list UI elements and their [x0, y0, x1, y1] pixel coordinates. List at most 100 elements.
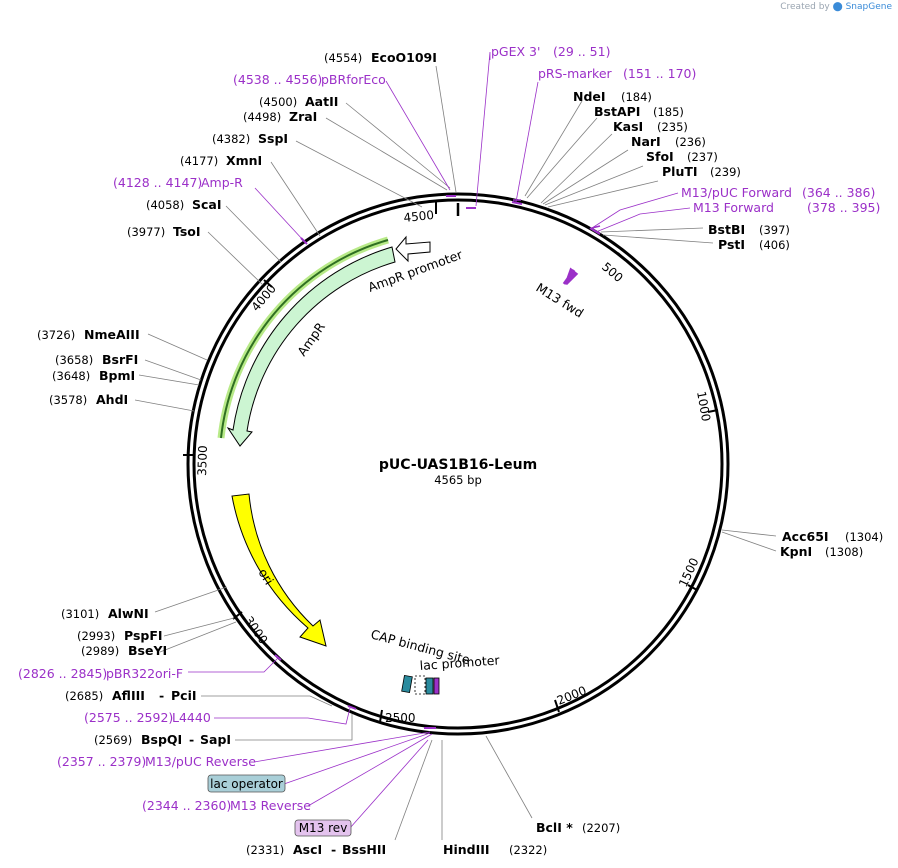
- site-pspfi-pos: (2993): [77, 629, 115, 643]
- pbrforeco-leader: [385, 80, 451, 191]
- sfoi-leader: [544, 165, 644, 206]
- l4440-leader: [214, 707, 351, 725]
- pgex3-leader: [475, 51, 491, 207]
- plasmid-length: 4565 bp: [434, 473, 482, 487]
- tick-2500: [379, 709, 383, 723]
- bspqi-leader: [235, 714, 353, 741]
- tick-2000: [554, 699, 560, 713]
- primer-m13-puc-forward: M13/pUC Forward: [681, 185, 792, 200]
- svg-text:(2989): (2989): [81, 644, 119, 658]
- ecoo109i-leader: [435, 65, 457, 193]
- svg-text:(3977): (3977): [127, 225, 165, 239]
- zrai-leader: [325, 117, 448, 191]
- bpmi-leader: [138, 374, 200, 386]
- asci-leader: [394, 739, 433, 841]
- svg-text:XmnI: XmnI: [226, 153, 262, 168]
- amp-r-leader: [254, 187, 304, 241]
- primer-pbr322ori: pBR322ori-F: [106, 666, 183, 681]
- site-hindiii-pos: (2322): [509, 843, 547, 857]
- credit-prefix: Created by: [780, 2, 830, 12]
- pspfi-leader: [163, 617, 235, 637]
- svg-text:-: -: [189, 732, 194, 747]
- tick-label-3500: 3500: [195, 445, 210, 476]
- prs-marker-tick: [511, 201, 523, 205]
- site-bstbi-pos: (397): [759, 223, 790, 237]
- site-bstapi: BstAPI: [594, 104, 640, 119]
- svg-text:(184): (184): [621, 90, 652, 104]
- svg-text:(1308): (1308): [825, 545, 863, 559]
- primer-l4440-range: (2575 .. 2592): [84, 710, 173, 725]
- backbone-inner: [192, 198, 724, 730]
- tick-label-4500: 4500: [403, 208, 435, 225]
- site-bseyi: BseYI: [128, 643, 167, 658]
- svg-text:(2569): (2569): [94, 733, 132, 747]
- acc65i-leader: [721, 529, 777, 537]
- lac-operator-badge-label: lac operator: [210, 777, 283, 791]
- primer-m13-reverse-range: (2344 .. 2360): [142, 798, 231, 813]
- site-pluti-pos: (239): [710, 165, 741, 179]
- site-bcli-pos: (2207): [582, 821, 620, 835]
- cap-binding-site-box: [401, 674, 413, 694]
- tick-1500: [687, 584, 698, 591]
- site-kpni-pos: (1308): [825, 545, 863, 559]
- svg-text:Acc65I: Acc65I: [782, 529, 829, 544]
- svg-text:TsoI: TsoI: [173, 224, 201, 239]
- svg-text:ZraI: ZraI: [289, 109, 317, 124]
- sspi-leader: [295, 140, 423, 208]
- primer-pbrforeco-range: (4538 .. 4556): [233, 72, 322, 87]
- site-xmni: XmnI: [226, 153, 262, 168]
- site-leader-lines: [134, 65, 777, 841]
- svg-text:KasI: KasI: [613, 119, 643, 134]
- svg-text:BpmI: BpmI: [99, 368, 135, 383]
- tick-3000: [232, 611, 243, 620]
- tick-1000: [707, 409, 719, 413]
- primer-leader-caps: [513, 199, 601, 229]
- svg-text:(3578): (3578): [49, 393, 87, 407]
- kpni-leader: [721, 531, 777, 552]
- svg-text:(3648): (3648): [52, 369, 90, 383]
- right-primer-labels: pGEX 3' (29 .. 51) pRS-marker (151 .. 17…: [491, 44, 880, 215]
- site-bsrfi: BsrFI: [102, 352, 138, 367]
- site-kasi: KasI: [613, 119, 643, 134]
- site-acc65i-pos: (1304): [845, 530, 883, 544]
- primer-m13-forward-range: (378 .. 395): [807, 200, 880, 215]
- svg-text:BssHII: BssHII: [342, 842, 386, 857]
- svg-text:(2331): (2331): [246, 843, 284, 857]
- primer-pgex3-range: (29 .. 51): [553, 44, 610, 59]
- primer-m13-puc-reverse: M13/pUC Reverse: [145, 754, 256, 769]
- svg-text:BstBI: BstBI: [708, 222, 745, 237]
- site-bstapi-pos: (185): [653, 105, 684, 119]
- site-ahdi: AhdI: [96, 392, 128, 407]
- m13-forward-leader: [595, 207, 691, 233]
- site-bsshii: BssHII: [342, 842, 386, 857]
- svg-text:(3658): (3658): [55, 353, 93, 367]
- site-zrai-pos: (4498): [243, 110, 281, 124]
- pluti-leader: [547, 180, 659, 208]
- site-ndei: NdeI: [573, 89, 606, 104]
- site-nari: NarI: [631, 134, 661, 149]
- scai-leader: [225, 205, 282, 263]
- svg-text:(185): (185): [653, 105, 684, 119]
- primer-pbrforeco: pBRforEco: [321, 72, 386, 87]
- site-alwni-pos: (3101): [61, 607, 99, 621]
- site-bsrfi-pos: (3658): [55, 353, 93, 367]
- site-afliii-pos: (2685): [65, 689, 103, 703]
- svg-text:(3101): (3101): [61, 607, 99, 621]
- m13-rev-badge: [294, 819, 352, 837]
- site-kasi-pos: (235): [657, 120, 688, 134]
- svg-text:(4058): (4058): [146, 198, 184, 212]
- primer-amp-r: Amp-R: [201, 175, 243, 190]
- ahdi-leader: [134, 399, 195, 412]
- svg-text:NarI: NarI: [631, 134, 661, 149]
- svg-text:(2993): (2993): [77, 629, 115, 643]
- xmni-leader: [270, 161, 321, 237]
- primer-m13-puc-reverse-range: (2357 .. 2379): [57, 754, 146, 769]
- site-sfoi-pos: (237): [687, 150, 718, 164]
- backbone-outer: [186, 192, 730, 736]
- bstapi-leader: [526, 117, 598, 199]
- svg-text:BspQI: BspQI: [141, 732, 182, 747]
- svg-text:AhdI: AhdI: [96, 392, 128, 407]
- site-pcii: PciI: [171, 688, 197, 703]
- site-hindiii: HindIII: [443, 842, 490, 857]
- svg-text:(239): (239): [710, 165, 741, 179]
